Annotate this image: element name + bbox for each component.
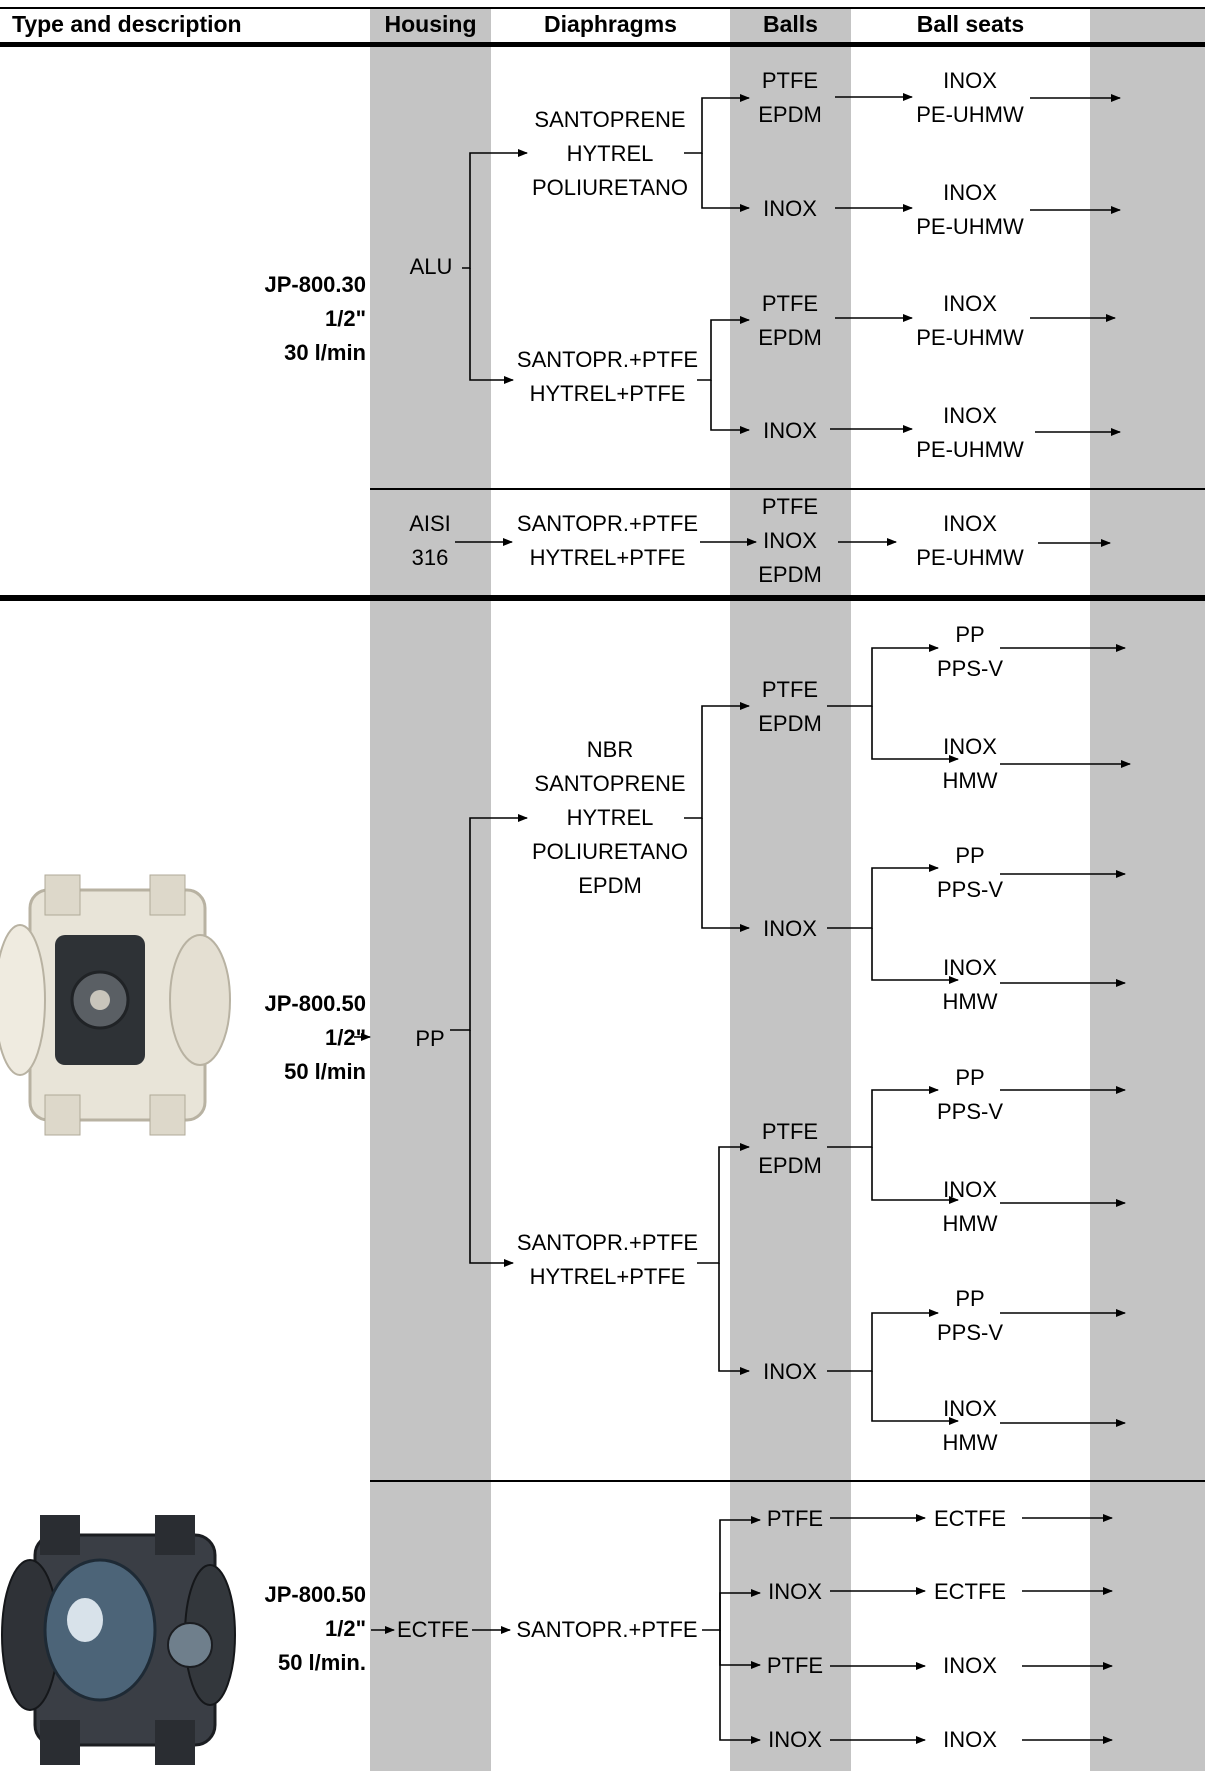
aisi-balls: PTFE INOX EPDM [750,490,830,592]
m1-diaphragm-group-a: SANTOPRENE HYTREL POLIURETANO [520,103,700,205]
model-jp-800-30: JP-800.30 1/2" 30 l/min [200,268,366,370]
m1-balls-4: INOX [750,414,830,448]
m3-diaphragm: SANTOPR.+PTFE [512,1613,702,1647]
m3-ball-4: INOX [760,1723,830,1757]
housing-pp: PP [410,1022,450,1056]
m2-seat-inox-2: INOX HMW [920,951,1020,1019]
model-jp-800-50-pp: JP-800.50 1/2" 50 l/min [200,987,366,1089]
m2-seat-pp-1: PP PPS-V [920,618,1020,686]
m3-seat-4: INOX [925,1723,1015,1757]
m2-seat-inox-1: INOX HMW [920,730,1020,798]
aisi-diaphragms: SANTOPR.+PTFE HYTREL+PTFE [515,507,700,575]
housing-aisi-316: AISI 316 [395,507,465,575]
m2-diaphragm-group-b: SANTOPR.+PTFE HYTREL+PTFE [515,1226,700,1294]
m2-balls-3: PTFE EPDM [750,1115,830,1183]
m1-balls-3: PTFE EPDM [750,287,830,355]
m1-balls-1: PTFE EPDM [750,64,830,132]
m1-seat-1: INOX PE-UHMW [900,64,1040,132]
m3-ball-2: INOX [760,1575,830,1609]
m3-seat-3: INOX [925,1649,1015,1683]
m2-seat-pp-4: PP PPS-V [920,1282,1020,1350]
m1-seat-4: INOX PE-UHMW [900,399,1040,467]
m2-seat-inox-3: INOX HMW [920,1173,1020,1241]
m3-ball-1: PTFE [760,1502,830,1536]
m2-balls-2: INOX [750,912,830,946]
m1-diaphragm-group-b: SANTOPR.+PTFE HYTREL+PTFE [515,343,700,411]
m1-balls-2: INOX [750,192,830,226]
housing-ectfe: ECTFE [394,1613,472,1647]
m2-balls-4: INOX [750,1355,830,1389]
model-jp-800-50-ectfe: JP-800.50 1/2" 50 l/min. [200,1578,366,1680]
m2-seat-pp-3: PP PPS-V [920,1061,1020,1129]
m2-seat-inox-4: INOX HMW [920,1392,1020,1460]
m3-seat-2: ECTFE [925,1575,1015,1609]
m3-ball-3: PTFE [760,1649,830,1683]
m3-seat-1: ECTFE [925,1502,1015,1536]
m2-seat-pp-2: PP PPS-V [920,839,1020,907]
m2-diaphragm-group-a: NBR SANTOPRENE HYTREL POLIURETANO EPDM [520,733,700,903]
m1-seat-2: INOX PE-UHMW [900,176,1040,244]
m1-seat-3: INOX PE-UHMW [900,287,1040,355]
housing-alu: ALU [400,250,462,284]
m2-balls-1: PTFE EPDM [750,673,830,741]
aisi-seat: INOX PE-UHMW [900,507,1040,575]
